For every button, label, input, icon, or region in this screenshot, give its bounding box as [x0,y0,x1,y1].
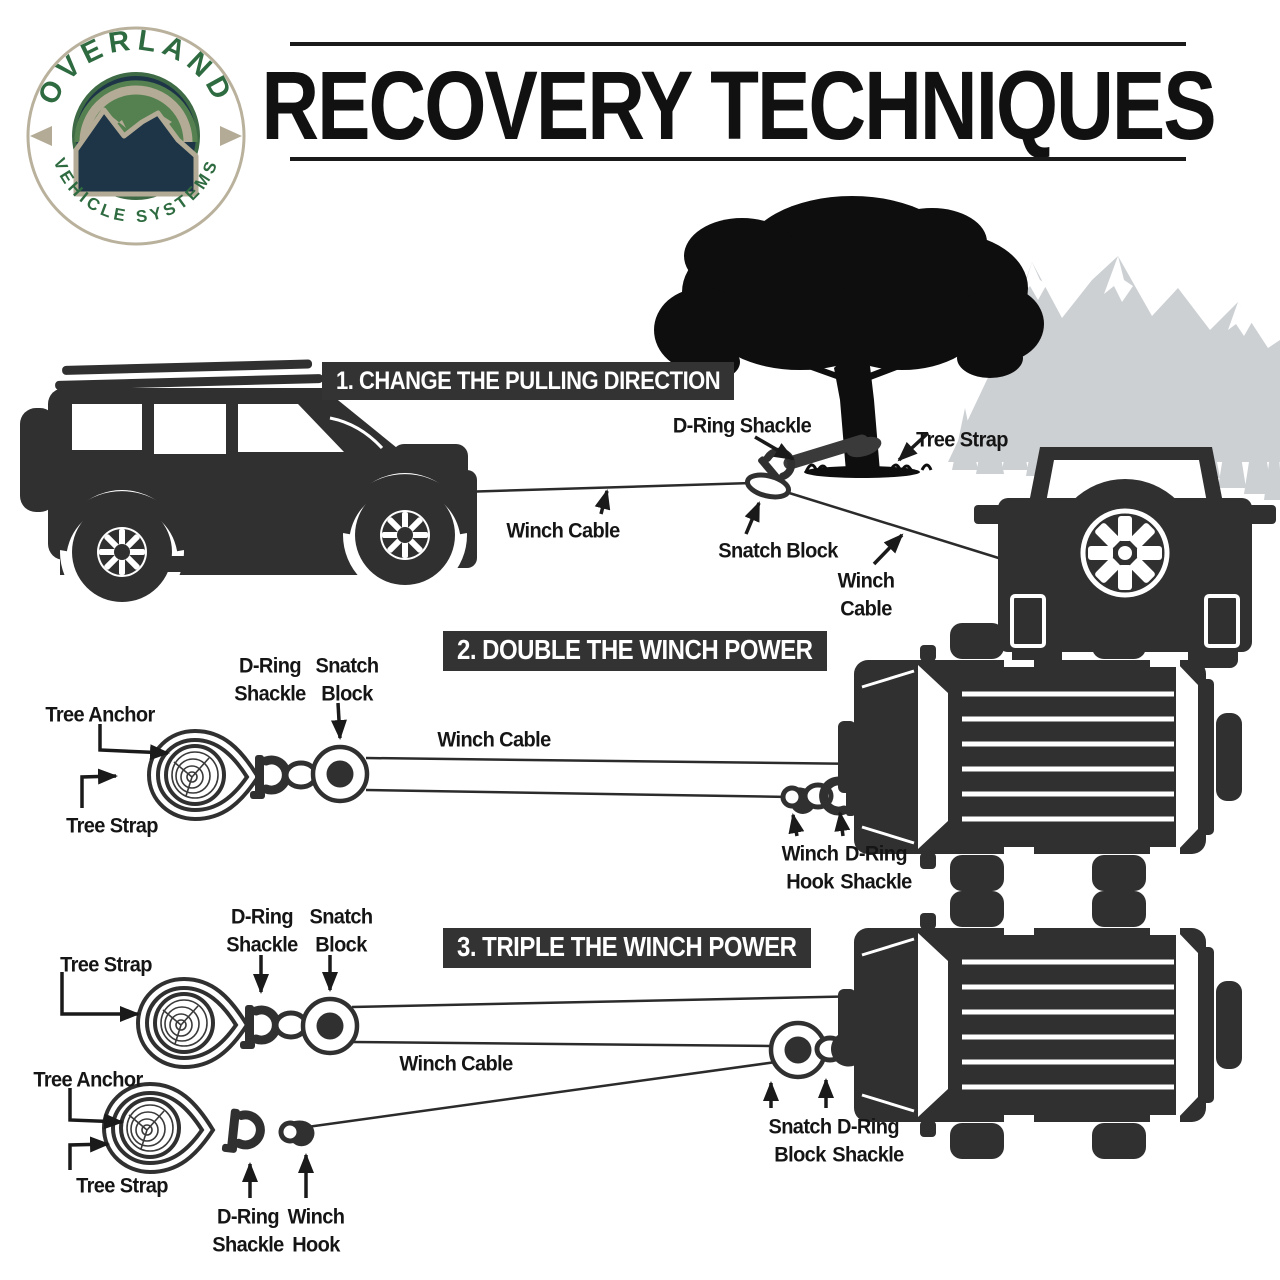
s2-label-shackle-line: Shackle [234,682,306,706]
s3-label-tree-strap-bot: Tree Strap [76,1174,168,1198]
s3-label-dring-bot-line: D-Ring [217,1205,280,1229]
s3-label-dring-shackle-right: D-Ring Shackle [832,1113,904,1169]
s1-label-winch-line: Winch [837,569,895,593]
tree-graphic [654,196,1044,478]
s2-anchor [147,729,367,821]
section3-header: 3. TRIPLE THE WINCH POWER [443,928,811,968]
s3-bottom-anchor [102,1082,316,1174]
s2-label-snatch-block: Snatch Block [315,652,379,708]
section2-header-text: 2. DOUBLE THE WINCH POWER [457,634,813,666]
s3-label-snatch-block-top: Snatch Block [309,903,373,959]
s2-label-dring-line: D-Ring [239,654,302,678]
s1-label-cable-line: Cable [840,597,892,621]
s3-label-winch-bot-line: Winch [287,1205,345,1229]
s2-label-shackle2-line: Shackle [840,870,912,894]
s3-label-block-top-line: Block [315,933,367,957]
title-rule-top [290,42,1186,46]
s3-label-tree-strap-top: Tree Strap [60,953,152,977]
title-rule-bottom [290,157,1186,161]
s3-label-shackle-top-line: Shackle [226,933,298,957]
winch-cables [299,481,1006,1130]
s3-label-shackle-right-line: Shackle [832,1143,904,1167]
s3-label-dring-shackle-top: D-Ring Shackle [226,903,298,959]
s2-label-dring-shackle-2: D-Ring Shackle [840,840,912,896]
rear-jeep-graphic [974,447,1276,668]
s2-vehicle-hardware [781,772,860,816]
s3-label-snatch-top-line: Snatch [309,905,373,929]
s2-label-winch-cable: Winch Cable [437,728,551,752]
s1-label-winch-cable: Winch Cable [506,519,620,543]
s1-label-dring-shackle: D-Ring Shackle [672,414,812,438]
s2-label-tree-anchor: Tree Anchor [45,703,155,727]
s2-label-winch-line: Winch [781,842,839,866]
s1-label-tree-strap: Tree Strap [916,428,1008,452]
s2-label-tree-strap: Tree Strap [66,814,158,838]
section3-header-text: 3. TRIPLE THE WINCH POWER [457,931,797,963]
label-arrows [60,431,930,1198]
s2-label-hook-line: Hook [786,870,834,894]
s2-label-winch-hook: Winch Hook [782,840,839,896]
s2-label-snatch-line: Snatch [315,654,379,678]
s1-label-snatch-block: Snatch Block [718,539,838,563]
side-jeep-graphic [20,359,477,614]
s3-label-dring-top-line: D-Ring [231,905,294,929]
s2-label-block-line: Block [321,682,373,706]
s3-label-block-right-line: Block [774,1143,826,1167]
page-title: RECOVERY TECHNIQUES [261,51,1216,160]
section1-header-text: 1. CHANGE THE PULLING DIRECTION [336,366,721,395]
overland-vehicle-systems-logo: OVERLAND VEHICLE SYSTEMS [26,24,246,246]
s1-rigging [744,434,882,500]
s3-label-winch-cable: Winch Cable [399,1052,513,1076]
s3-label-snatch-right-line: Snatch [768,1115,832,1139]
s2-label-dring2-line: D-Ring [845,842,908,866]
s3-label-snatch-block-right: Snatch Block [768,1113,832,1169]
s3-top-anchor [136,977,357,1069]
s2-label-dring-shackle: D-Ring Shackle [234,652,306,708]
s3-label-shackle-bot-line: Shackle [212,1233,284,1257]
s3-label-dring-shackle-bot: D-Ring Shackle [212,1203,284,1259]
section2-header: 2. DOUBLE THE WINCH POWER [443,631,827,671]
s1-label-winch-cable-2: Winch Cable [838,567,895,623]
s3-label-winch-hook-bot: Winch Hook [288,1203,345,1259]
s3-label-hook-bot-line: Hook [292,1233,340,1257]
s3-label-dring-right-line: D-Ring [837,1115,900,1139]
section1-header: 1. CHANGE THE PULLING DIRECTION [322,362,735,400]
s3-label-tree-anchor: Tree Anchor [33,1068,143,1092]
